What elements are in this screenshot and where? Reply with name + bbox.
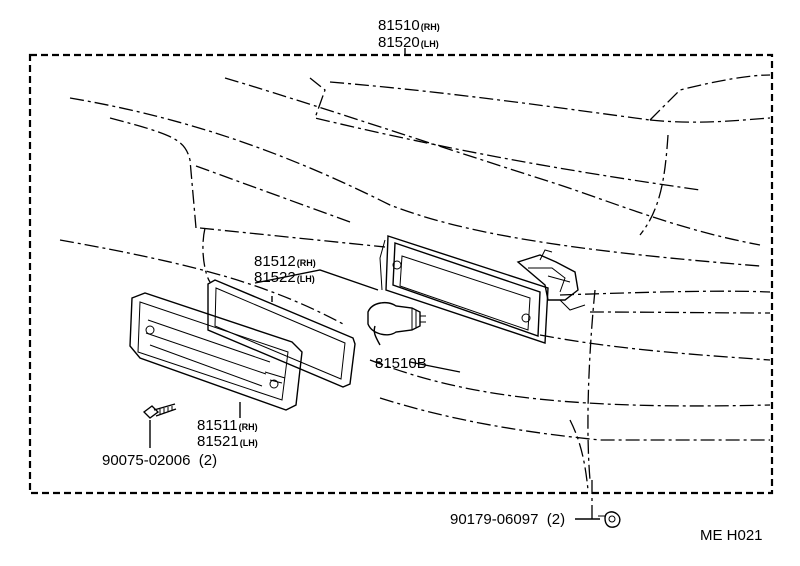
nut-label: 90179-06097 (2) [450, 511, 565, 528]
assembly-boundary [28, 53, 774, 495]
leader-lines [149, 269, 600, 520]
bulb [367, 301, 426, 336]
bulb-label: 81510B [375, 355, 427, 372]
gasket-rh-label: 81512(RH) [254, 253, 316, 270]
lens [129, 292, 303, 411]
screw [142, 403, 177, 419]
screw-label: 90075-02006 (2) [102, 452, 217, 469]
assembly-lh-label: 81520(LH) [378, 34, 439, 51]
lens-lh-label: 81521(LH) [197, 433, 258, 450]
drawing-code: ME H021 [700, 527, 763, 544]
car-body-outline [59, 74, 771, 491]
lens-rh-label: 81511(RH) [197, 417, 258, 434]
gasket-lh-label: 81522(LH) [254, 269, 315, 286]
assembly-rh-label: 81510(RH) [378, 17, 440, 34]
lamp-housing [379, 235, 586, 344]
nut [598, 511, 621, 528]
gasket [207, 279, 356, 388]
